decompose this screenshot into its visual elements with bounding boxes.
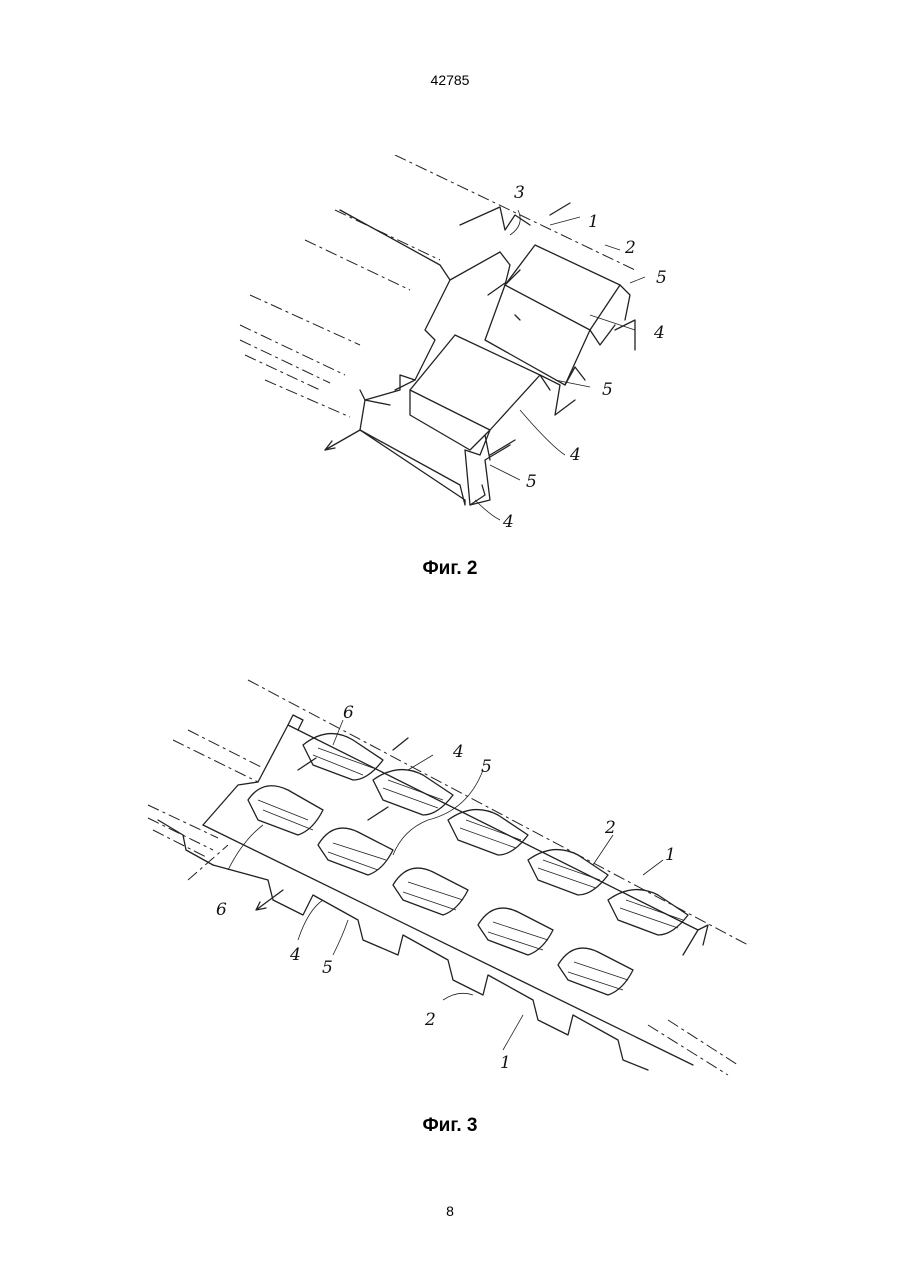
document-number: 42785 — [0, 72, 900, 88]
fig3-label-2a: 2 — [604, 818, 616, 838]
fig3-label-1a: 1 — [665, 845, 676, 865]
fig2-label-5b: 5 — [602, 380, 613, 400]
fig3-label-5a: 5 — [481, 757, 492, 777]
figure-2-drawing: 3 1 2 5 4 5 4 5 4 — [220, 155, 680, 545]
figure-2-caption: Фиг. 2 — [0, 558, 900, 580]
fig3-label-2b: 2 — [424, 1010, 436, 1030]
fig2-label-5c: 5 — [526, 472, 537, 492]
fig2-label-4b: 4 — [569, 445, 581, 465]
figure-3-caption: Фиг. 3 — [0, 1115, 900, 1137]
fig3-label-4a: 4 — [452, 742, 464, 762]
fig3-label-6a: 6 — [343, 703, 354, 723]
fig3-label-6b: 6 — [216, 900, 227, 920]
fig2-label-4a: 4 — [653, 323, 665, 343]
roller-lobes — [248, 734, 688, 995]
fig2-label-1: 1 — [588, 212, 599, 232]
figure-3-drawing: 6 4 5 2 1 6 4 5 2 1 — [138, 670, 768, 1100]
fig3-label-1b: 1 — [500, 1053, 511, 1073]
fig2-label-4c: 4 — [502, 512, 514, 532]
page-number: 8 — [0, 1203, 900, 1219]
fig2-label-3: 3 — [514, 183, 525, 203]
fig3-label-4b: 4 — [289, 945, 301, 965]
fig2-label-5a: 5 — [656, 268, 667, 288]
fig2-label-2: 2 — [624, 238, 636, 258]
fig3-label-5b: 5 — [322, 958, 333, 978]
